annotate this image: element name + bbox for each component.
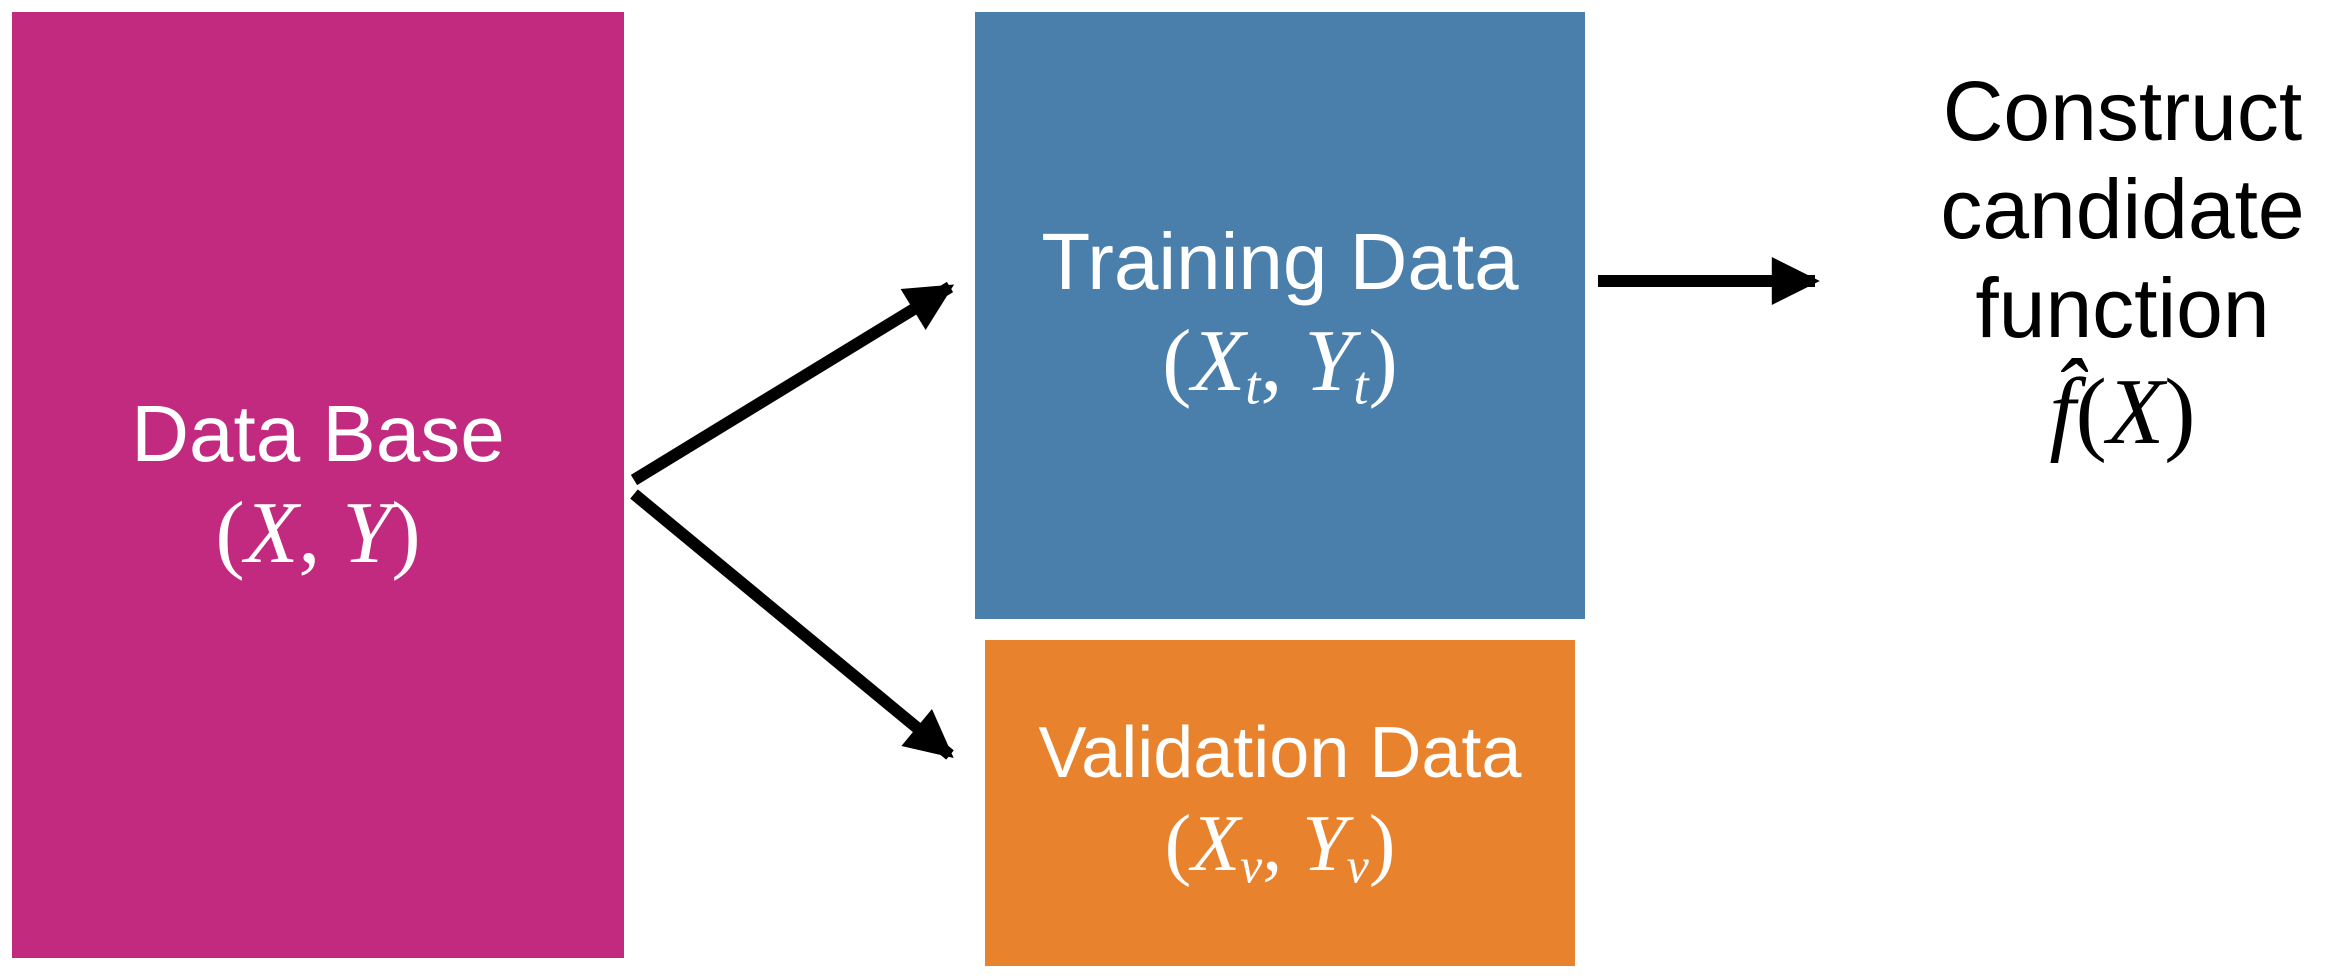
- formula-part: (: [215, 484, 245, 582]
- formula-part: ): [1368, 800, 1396, 889]
- formula-part: ): [391, 484, 421, 582]
- validation-title: Validation Data: [1038, 712, 1522, 793]
- training-formula: (Xt, Yt): [1162, 312, 1398, 416]
- construct-formula: f̂(X): [1895, 359, 2350, 464]
- formula-subscript: v: [1240, 838, 1263, 894]
- formula-part: (: [2075, 359, 2107, 464]
- formula-var: X: [244, 484, 299, 582]
- arrow-database-to-validation: [630, 489, 954, 760]
- formula-part: ,: [1262, 800, 1303, 889]
- construct-line-1: Construct: [1942, 64, 2303, 158]
- formula-subscript: v: [1346, 838, 1369, 894]
- construct-label: Construct candidate function f̂(X): [1895, 62, 2350, 464]
- arrow-database-to-training: [630, 281, 955, 486]
- formula-subscript: t: [1245, 354, 1261, 416]
- formula-var: X: [1191, 800, 1241, 889]
- formula-var: Y: [1302, 800, 1347, 889]
- formula-part: ): [2164, 359, 2196, 464]
- formula-subscript: t: [1353, 354, 1369, 416]
- formula-part: ,: [1260, 312, 1305, 410]
- formula-part: (: [1164, 800, 1192, 889]
- database-title: Data Base: [131, 388, 505, 478]
- construct-line-3: function: [1975, 260, 2270, 355]
- construct-line-2: candidate: [1940, 162, 2305, 257]
- formula-part: (: [1162, 312, 1192, 410]
- database-box: Data Base (X, Y): [12, 12, 624, 958]
- database-formula: (X, Y): [215, 484, 421, 583]
- formula-var: Y: [1304, 312, 1354, 410]
- training-box: Training Data (Xt, Yt): [975, 12, 1585, 619]
- formula-var: X: [1191, 312, 1246, 410]
- validation-box: Validation Data (Xv, Yv): [985, 640, 1575, 966]
- formula-var: f̂: [2049, 359, 2076, 464]
- training-title: Training Data: [1041, 216, 1519, 306]
- formula-var: Y: [342, 484, 392, 582]
- formula-part: ,: [298, 484, 343, 582]
- validation-formula: (Xv, Yv): [1165, 800, 1396, 894]
- formula-part: ): [1368, 312, 1398, 410]
- formula-var: X: [2106, 359, 2165, 464]
